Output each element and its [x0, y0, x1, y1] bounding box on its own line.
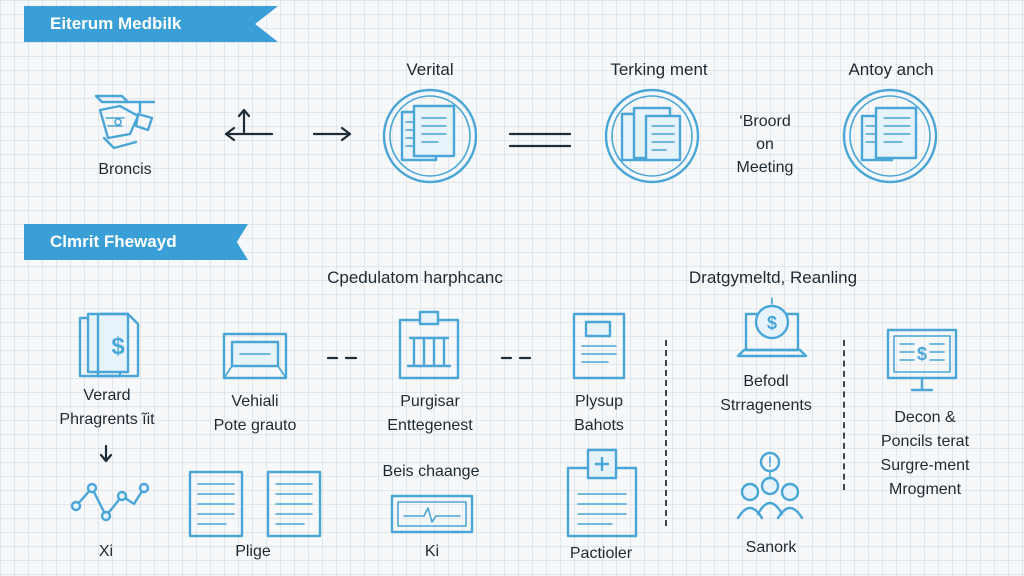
tray-frame-icon	[220, 330, 290, 382]
svg-text:$: $	[111, 333, 125, 360]
medical-clipboard-icon	[566, 448, 638, 540]
side-text-line: on	[756, 136, 774, 153]
pulse-monitor-icon	[390, 494, 474, 536]
title-terking-ment: Terking ment	[610, 60, 708, 79]
label-ki: Ki	[424, 543, 440, 560]
dollar-document-icon: $	[76, 310, 142, 382]
label-plige: Plige	[235, 543, 271, 560]
label-vehiali: Vehiali Pote grauto	[196, 390, 314, 438]
dash-connector-icon	[326, 354, 358, 362]
dash-connector-icon	[500, 354, 532, 362]
pages-icon	[188, 470, 324, 540]
finance-screen-icon: $	[886, 328, 958, 398]
label-line: Pote grauto	[213, 417, 297, 434]
label-line: Enttegenest	[387, 417, 473, 434]
arrow-left-up-icon	[222, 106, 276, 142]
label-broncis: Broncis	[98, 161, 152, 178]
svg-text:$: $	[917, 344, 927, 364]
files-circle-icon	[602, 86, 702, 186]
side-text-line: Meeting	[736, 159, 794, 176]
bank-building-icon	[396, 310, 462, 382]
team-people-icon	[730, 448, 810, 528]
label-line: Vehiali	[231, 393, 279, 410]
form-sheet-icon	[570, 310, 628, 382]
side-text-meeting: ‘Broord on Meeting	[722, 110, 808, 179]
label-line: Bahots	[574, 417, 624, 434]
label-line: Phragrents ĩit	[59, 411, 155, 428]
label-line: Surgre-ment	[880, 457, 970, 474]
arrow-down-icon	[99, 444, 113, 464]
network-sketch-icon	[86, 88, 162, 154]
label-line: Verard	[83, 387, 131, 404]
caption-beis-chaange: Beis chaange	[382, 463, 480, 480]
label-decon: Decon & Poncils terat Surgre-ment Mrogme…	[858, 406, 992, 502]
equals-icon	[508, 130, 572, 150]
label-verard: Verard Phragrents ĩit	[40, 384, 174, 432]
label-sanork: Sanork	[745, 539, 797, 556]
label-xi: Xi	[98, 543, 114, 560]
document-circle-icon	[380, 86, 480, 186]
label-line: Plysup	[574, 393, 624, 410]
line-graph-icon	[70, 478, 150, 524]
section-banner: Clmrit Fhewayd	[24, 224, 248, 260]
label-line: Strragenents	[720, 397, 812, 414]
arrow-right-icon	[312, 124, 354, 144]
side-text-line: ‘Broord	[739, 113, 791, 130]
label-line: Purgisar	[400, 393, 460, 410]
label-pactioler: Pactioler	[569, 545, 633, 562]
section-title-right: Dratgymeltd, Reanling	[688, 268, 858, 287]
label-befodl: Befodl Strragenents	[704, 370, 828, 418]
label-line: Poncils terat	[880, 433, 970, 450]
label-plysup: Plysup Bahots	[556, 390, 642, 438]
label-line: Befodl	[743, 373, 789, 390]
label-purgisar: Purgisar Enttegenest	[366, 390, 494, 438]
top-banner: Eiterum Medbilk	[24, 6, 278, 42]
title-antoy-anch: Antoy anch	[848, 60, 934, 79]
label-line: Mrogment	[888, 481, 962, 498]
dashed-separator	[843, 340, 845, 490]
svg-text:$: $	[767, 313, 777, 333]
label-line: Decon &	[894, 409, 956, 426]
section-title-left: Cpedulatom harphcanc	[327, 268, 503, 287]
dashed-separator	[665, 340, 667, 526]
title-verital: Verital	[406, 60, 454, 79]
report-circle-icon	[840, 86, 940, 186]
laptop-dollar-icon: $	[734, 296, 810, 362]
